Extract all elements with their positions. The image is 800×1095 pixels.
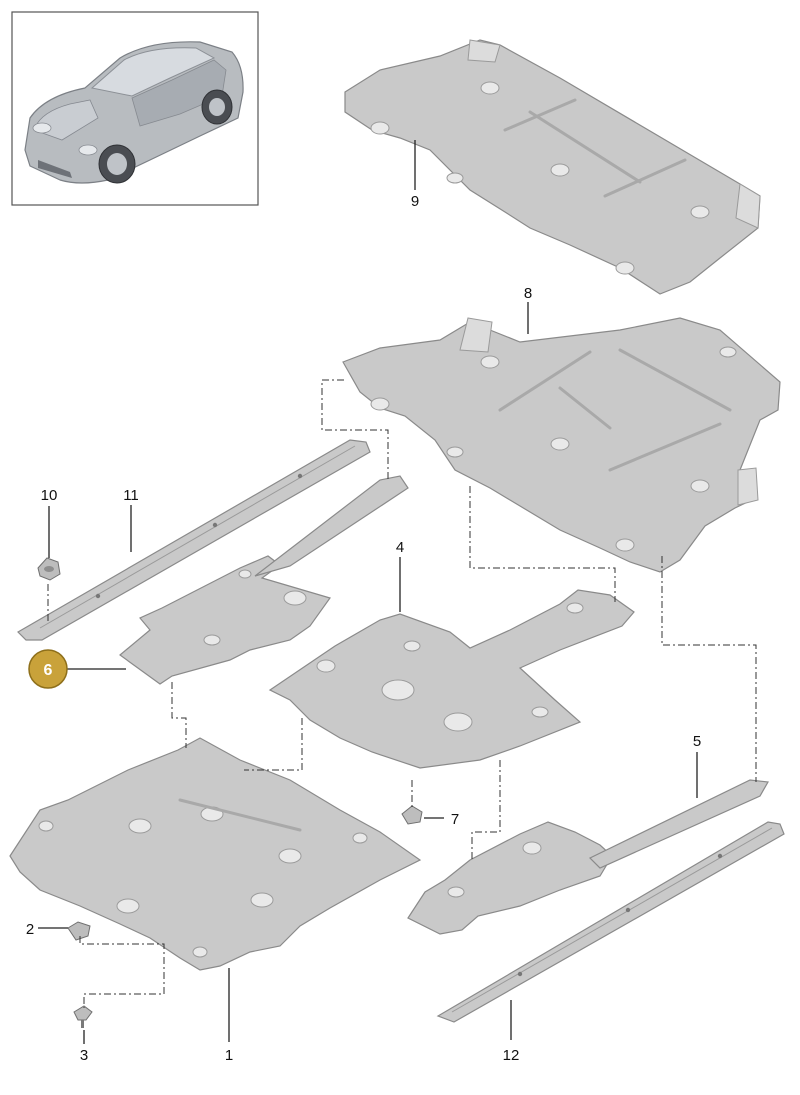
fastener-3-screw (73, 1005, 93, 1028)
fastener-7-clip (401, 805, 423, 825)
part-5-panel (407, 779, 769, 935)
leader-lines (38, 140, 698, 1044)
callout-11: 11 (123, 487, 139, 504)
callout-6: 6 (44, 662, 53, 679)
callout-2: 2 (26, 921, 34, 938)
part-12-rail (436, 821, 785, 1023)
callout-5: 5 (693, 733, 701, 750)
callout-4: 4 (396, 539, 404, 556)
callout-labels: 9 8 10 11 4 6 5 7 2 3 1 12 (26, 193, 701, 1064)
callout-10: 10 (41, 487, 58, 504)
part-11-rail (17, 439, 371, 641)
part-9-panel (344, 39, 761, 295)
part-4-panel (268, 589, 635, 769)
vehicle-inset (11, 11, 259, 206)
fastener-2-clip (67, 921, 91, 941)
callout-1: 1 (225, 1047, 233, 1064)
highlight-circle (28, 649, 68, 689)
callout-8: 8 (524, 285, 532, 302)
callout-3: 3 (80, 1047, 88, 1064)
part-1-panel (9, 737, 422, 971)
part-8-panel (342, 317, 781, 573)
callout-9: 9 (411, 193, 419, 210)
callout-12: 12 (503, 1047, 520, 1064)
callout-7: 7 (451, 811, 459, 828)
part-6-panel (119, 475, 409, 685)
callout-6-highlight[interactable]: 6 (28, 649, 68, 689)
fastener-10-nut (37, 557, 61, 581)
connection-lines (47, 379, 757, 1008)
car-illustration (24, 41, 244, 184)
